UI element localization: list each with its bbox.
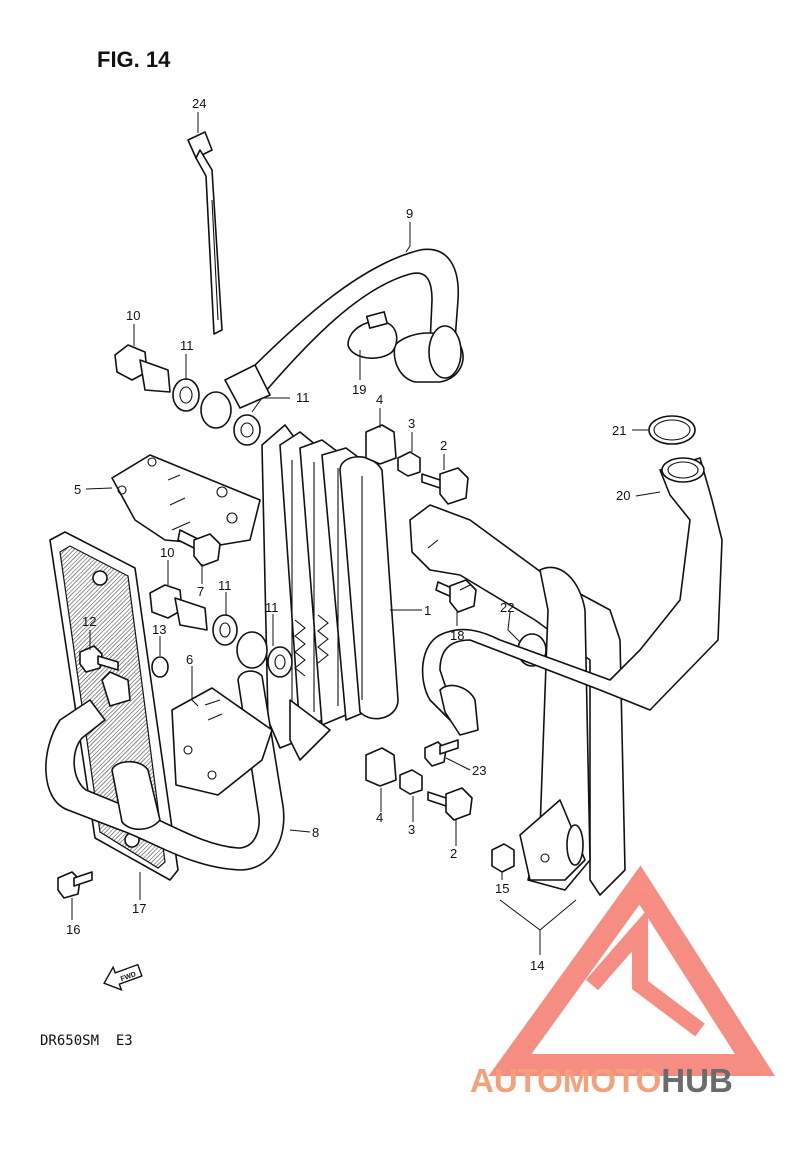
- watermark-text: AUTOMOTOHUB: [470, 1062, 733, 1099]
- callout-17: 17: [132, 901, 146, 916]
- lower-bracket-part-6: [171, 687, 273, 796]
- collar-lower-part-3: [399, 769, 423, 795]
- callout-10-upper: 10: [126, 308, 140, 323]
- oil-hose-lower-part-8: [45, 670, 285, 871]
- hose-end-fitting-upper: [200, 391, 232, 429]
- callout-24: 24: [192, 96, 206, 111]
- callout-12: 12: [82, 614, 96, 629]
- bolt-part-7: [177, 529, 221, 567]
- oil-cooler-core-part-1: [261, 424, 399, 761]
- bolt-upper-part-2: [421, 467, 469, 505]
- callout-4-upper: 4: [376, 392, 383, 407]
- hose-clamp-part-19: [347, 311, 398, 359]
- model-code: DR650SM E3: [40, 1033, 133, 1049]
- figure-title: FIG. 14: [97, 47, 171, 72]
- gasket-lower-left-part-11: [212, 614, 238, 646]
- union-bolt-upper-part-10: [114, 344, 171, 393]
- callout-1: 1: [424, 603, 431, 618]
- callout-16: 16: [66, 922, 80, 937]
- o-ring-part-21-inner: [653, 419, 691, 441]
- callout-7: 7: [197, 584, 204, 599]
- callout-11-upper-right: 11: [296, 390, 310, 405]
- oil-hose-upper-part-9: [224, 248, 464, 409]
- callout-14: 14: [530, 958, 544, 973]
- callout-19: 19: [352, 382, 366, 397]
- bolt-lower-part-2: [427, 787, 473, 821]
- watermark-logo: [488, 865, 776, 1076]
- nut-part-15: [491, 843, 515, 873]
- leader-lines: [71, 112, 661, 955]
- oil-pipe-part-20: [421, 457, 723, 736]
- bolt-part-12: [79, 645, 119, 673]
- gasket-lower-left-hole: [219, 622, 231, 638]
- gasket-upper-right-hole: [240, 422, 254, 438]
- o-ring-part-21: [648, 415, 696, 445]
- callout-6: 6: [186, 652, 193, 667]
- callout-9: 9: [406, 206, 413, 221]
- callout-2-lower: 2: [450, 846, 457, 861]
- callout-3-lower: 3: [408, 822, 415, 837]
- callout-15: 15: [495, 881, 509, 896]
- cable-tie-part-24: [187, 131, 223, 335]
- bolt-part-16: [57, 871, 93, 899]
- gasket-lower-right-part-11: [267, 646, 293, 678]
- mounting-frame-part-14: [409, 504, 626, 896]
- upper-bracket-part-5: [111, 454, 261, 546]
- callout-13: 13: [152, 622, 166, 637]
- callout-3-upper: 3: [408, 416, 415, 431]
- o-ring-part-13: [151, 656, 169, 678]
- bolt-part-18: [435, 579, 477, 613]
- callout-22: 22: [500, 600, 514, 615]
- forward-arrow-icon: FWD: [103, 963, 143, 991]
- callout-2-upper: 2: [440, 438, 447, 453]
- callout-11-lower-left: 11: [218, 578, 232, 593]
- gasket-upper-left-hole: [179, 386, 193, 404]
- bolt-part-23: [424, 739, 459, 767]
- watermark-text-automoto: AUTOMOTO: [470, 1062, 661, 1099]
- grommet-lower-part-4: [365, 747, 397, 787]
- callout-20: 20: [616, 488, 630, 503]
- watermark-text-hub: HUB: [661, 1062, 733, 1099]
- callout-18: 18: [450, 628, 464, 643]
- collar-upper-part-3: [397, 451, 421, 477]
- callout-8: 8: [312, 825, 319, 840]
- gasket-lower-right-hole: [274, 654, 286, 670]
- grommet-upper-part-4: [365, 424, 397, 465]
- gasket-upper-left-part-11: [172, 378, 200, 412]
- callout-11-lower-right: 11: [265, 600, 279, 615]
- callout-21: 21: [612, 423, 626, 438]
- union-bolt-lower-part-10: [149, 584, 208, 631]
- callout-10-lower: 10: [160, 545, 174, 560]
- hose-end-fitting-lower: [236, 631, 268, 669]
- callout-23: 23: [472, 763, 486, 778]
- callout-labels: 24 9 10 11 11 19 4 3 2 21 20 5 10 7 11 1…: [66, 96, 630, 973]
- callout-5: 5: [74, 482, 81, 497]
- callout-11-upper-left: 11: [180, 338, 194, 353]
- gasket-upper-right-part-11: [233, 414, 261, 446]
- callout-4-lower: 4: [376, 810, 383, 825]
